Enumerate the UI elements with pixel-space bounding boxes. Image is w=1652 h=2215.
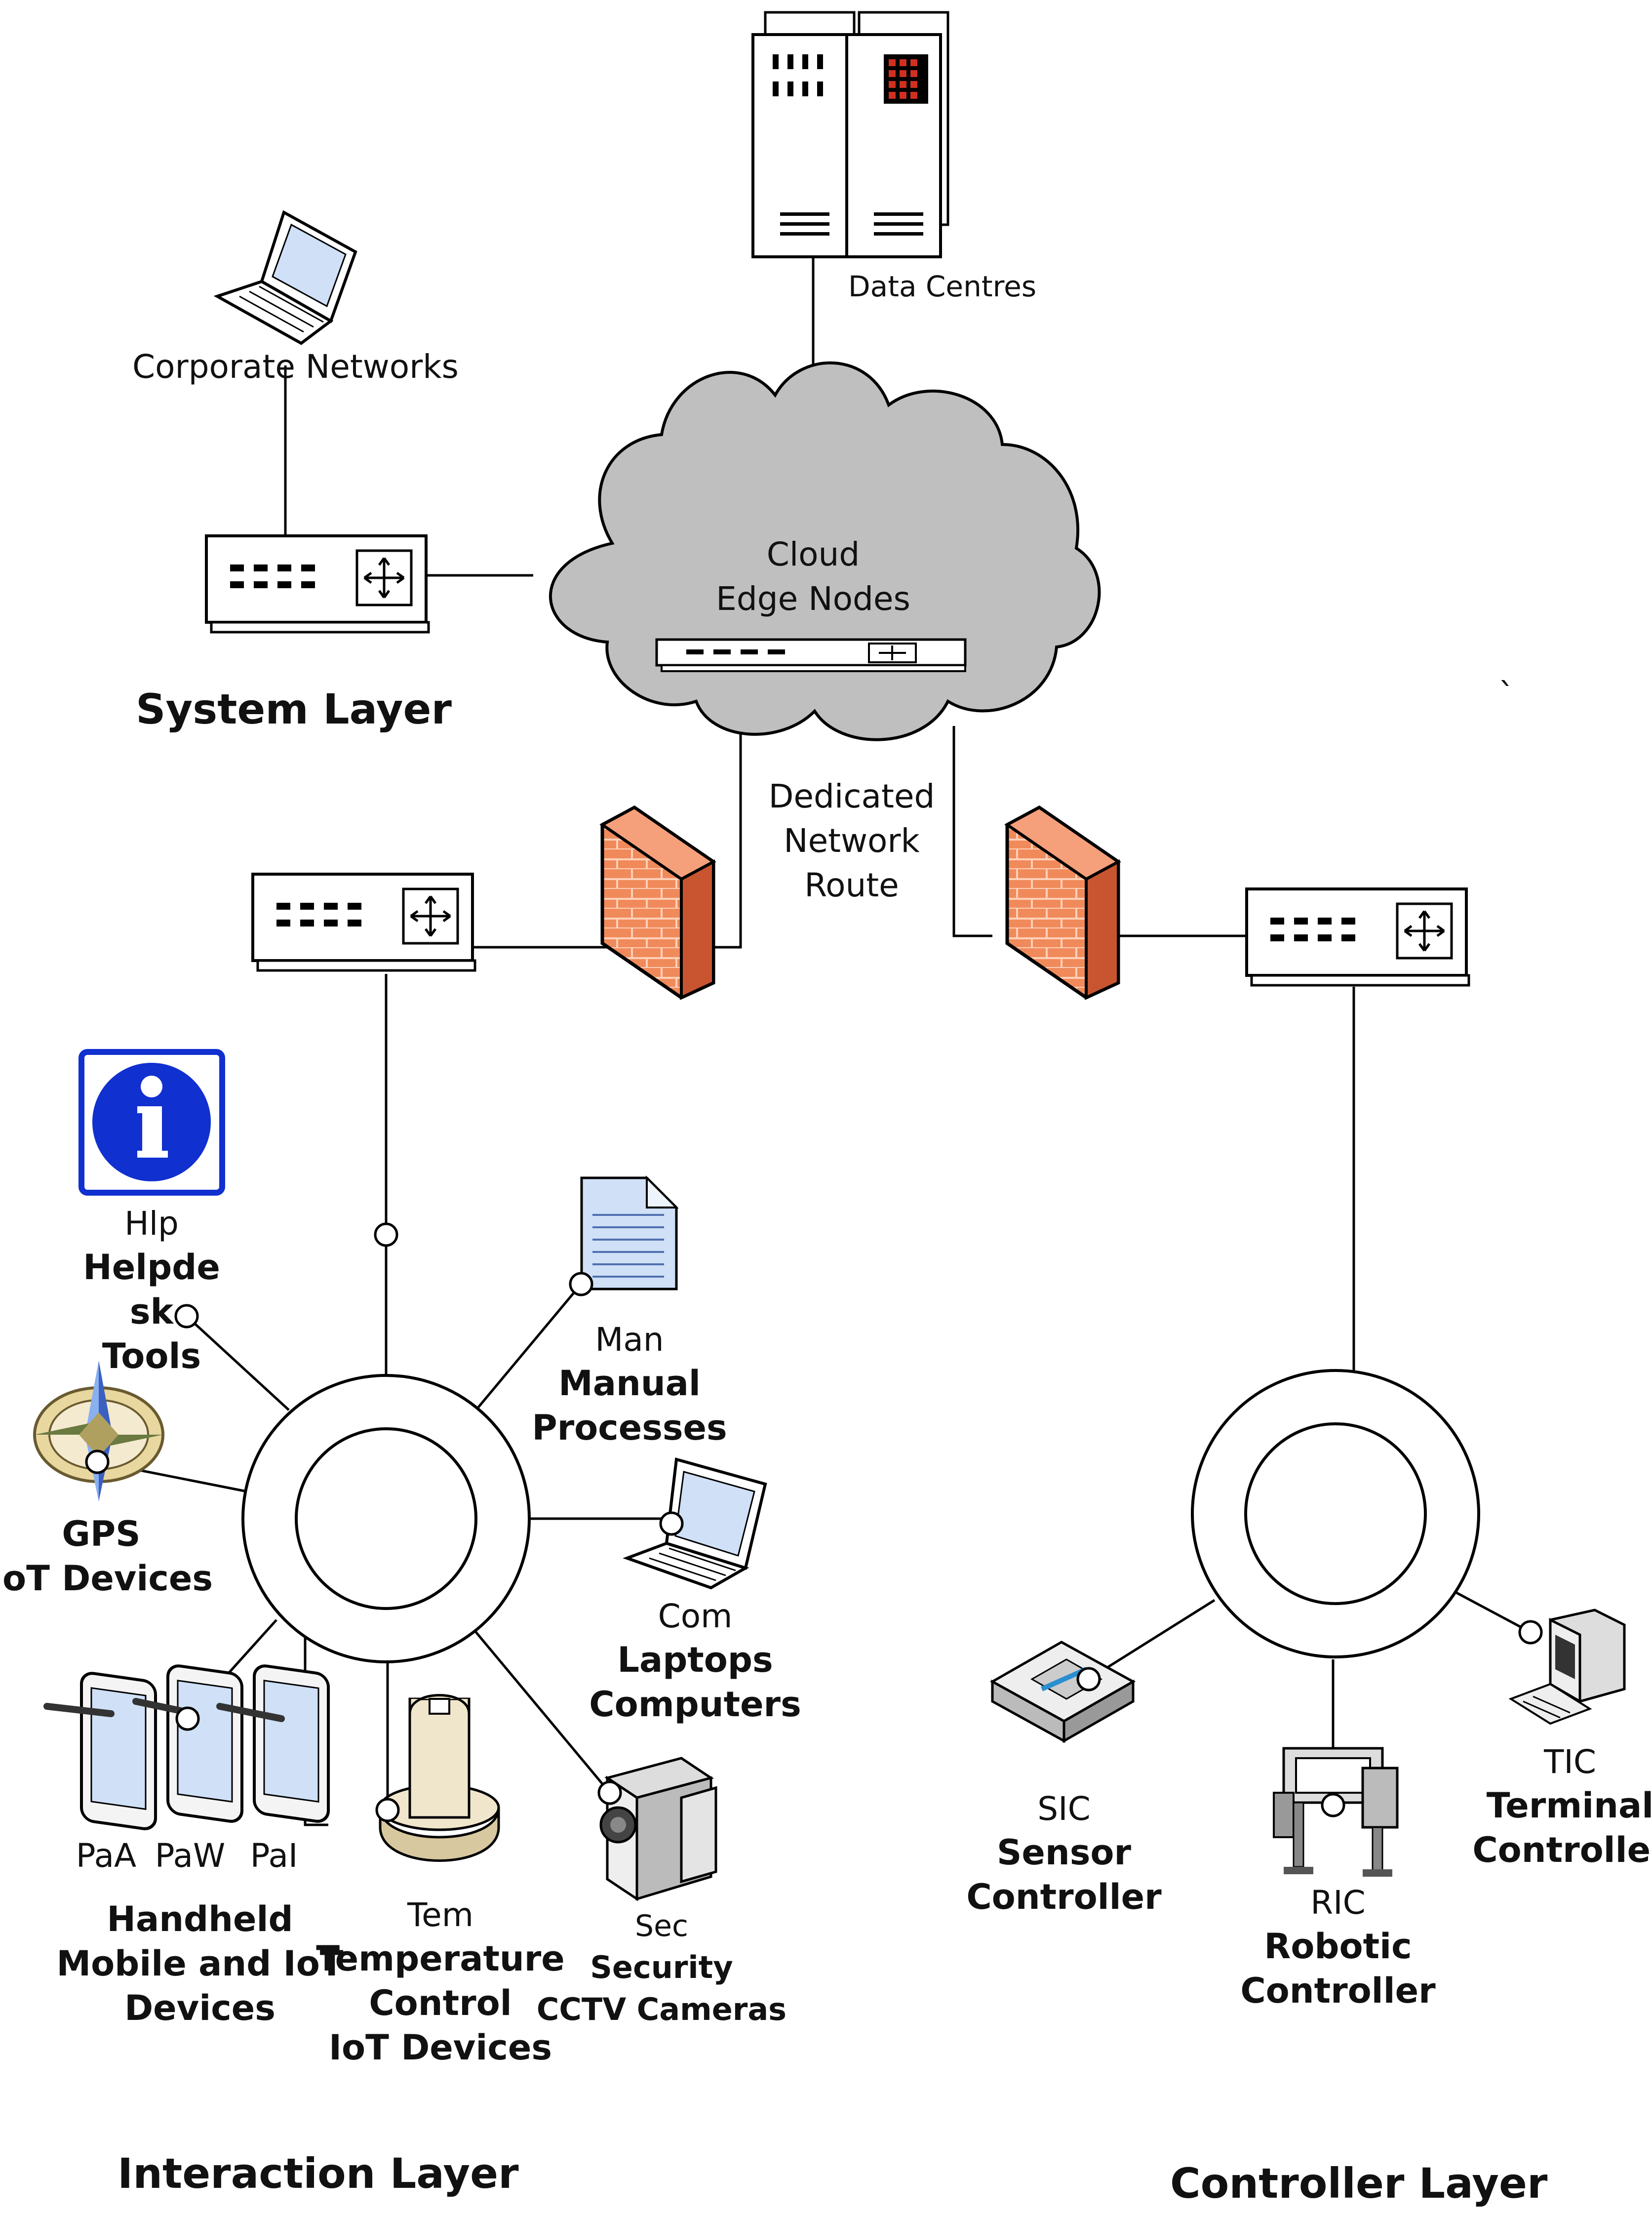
edge-switch-icon	[655, 638, 967, 672]
laptop-code-label: Com	[658, 1597, 733, 1635]
firewall-left-icon	[599, 805, 716, 1000]
data-centres-label: Data Centres	[848, 270, 1036, 303]
tablet-code-i: PaI	[250, 1837, 298, 1875]
terminal-connector-node	[1518, 1620, 1543, 1645]
terminal-label-line2: Controller	[1472, 1830, 1652, 1870]
security-label-line1: Security	[590, 1949, 733, 1985]
robotic-connector-node	[1321, 1793, 1345, 1817]
temperature-label-line1: Temperature	[316, 1938, 565, 1979]
cloud-label-line1: Cloud	[767, 535, 860, 573]
corporate-networks-label: Corporate Networks	[132, 348, 459, 386]
sensor-label-line2: Controller	[966, 1877, 1162, 1917]
tablet-code-a: PaA	[76, 1837, 136, 1875]
laptop-label-line1: Laptops	[617, 1640, 773, 1680]
interaction-layer-title: Interaction Layer	[118, 2149, 519, 2198]
security-label-line2: CCTV Cameras	[537, 1991, 787, 2027]
robotic-code-label: RIC	[1310, 1884, 1365, 1922]
cloud-label-line2: Edge Nodes	[716, 580, 910, 618]
handheld-connector-node	[175, 1706, 200, 1731]
laptop-label-line2: Computers	[589, 1684, 801, 1725]
system-switch-icon	[205, 534, 430, 634]
manual-label-line1: Manual	[558, 1363, 701, 1404]
robotic-label-line1: Robotic	[1264, 1926, 1412, 1967]
document-icon	[580, 1175, 679, 1290]
temperature-label-line3: IoT Devices	[329, 2027, 552, 2068]
sensor-code-label: SIC	[1037, 1790, 1090, 1828]
route-label-line1: Dedicated	[769, 777, 935, 815]
helpdesk-connector-node	[174, 1304, 199, 1329]
data-centre-server-icon	[751, 11, 949, 258]
route-label-line3: Route	[804, 866, 899, 904]
controller-layer-title: Controller Layer	[1170, 2159, 1548, 2208]
laptop-icon	[623, 1457, 767, 1590]
helpdesk-code-label: Hlp	[124, 1205, 179, 1243]
temperature-code-label: Tem	[407, 1896, 473, 1934]
helpdesk-label-line1: Helpde	[83, 1247, 220, 1288]
sensor-label-line1: Sensor	[997, 1832, 1131, 1873]
manual-label-line2: Processes	[532, 1408, 727, 1448]
tablet-code-w: PaW	[155, 1837, 226, 1875]
terminal-controller-icon	[1508, 1609, 1626, 1725]
corporate-laptop-icon	[213, 210, 357, 345]
sensor-controller-icon	[989, 1641, 1136, 1743]
interaction-connector-node	[374, 1222, 398, 1247]
gps-label-line1: GPS	[62, 1514, 140, 1554]
sensor-connector-node	[1076, 1667, 1101, 1691]
gps-label-line2: IoT Devices	[0, 1558, 213, 1599]
robotic-controller-icon	[1273, 1747, 1399, 1877]
handheld-label-line2: Mobile and IoT	[56, 1943, 343, 1984]
tablet-icons	[43, 1664, 330, 1830]
handheld-label-line3: Devices	[124, 1988, 275, 2028]
helpdesk-label-line2: sk	[130, 1291, 174, 1332]
info-icon	[79, 1049, 225, 1196]
gps-connector-node	[85, 1450, 110, 1474]
controller-switch-icon	[1245, 887, 1470, 987]
manual-code-label: Man	[595, 1321, 664, 1359]
robotic-label-line2: Controller	[1240, 1971, 1436, 2011]
security-code-label: Sec	[635, 1909, 688, 1943]
route-label-line2: Network	[784, 822, 920, 860]
temperature-label-line2: Control	[369, 1983, 511, 2023]
helpdesk-label-line3: Tools	[102, 1336, 201, 1376]
system-layer-title: System Layer	[136, 685, 452, 733]
firewall-right-icon	[1004, 805, 1121, 1000]
temperature-sensor-icon	[379, 1694, 500, 1862]
controller-hub-ring	[1191, 1369, 1480, 1658]
laptop-connector-node	[659, 1511, 684, 1536]
interaction-hub-ring	[241, 1374, 531, 1663]
cctv-camera-icon	[599, 1757, 717, 1901]
security-connector-node	[597, 1780, 622, 1805]
terminal-code-label: TIC	[1543, 1743, 1596, 1781]
interaction-switch-icon	[251, 873, 476, 972]
stray-mark: `	[1498, 676, 1515, 714]
gps-compass-icon	[33, 1361, 164, 1501]
manual-connector-node	[569, 1272, 593, 1296]
terminal-label-line1: Terminal	[1487, 1785, 1652, 1826]
handheld-label-line1: Handheld	[107, 1899, 293, 1939]
temperature-connector-node	[375, 1798, 400, 1822]
